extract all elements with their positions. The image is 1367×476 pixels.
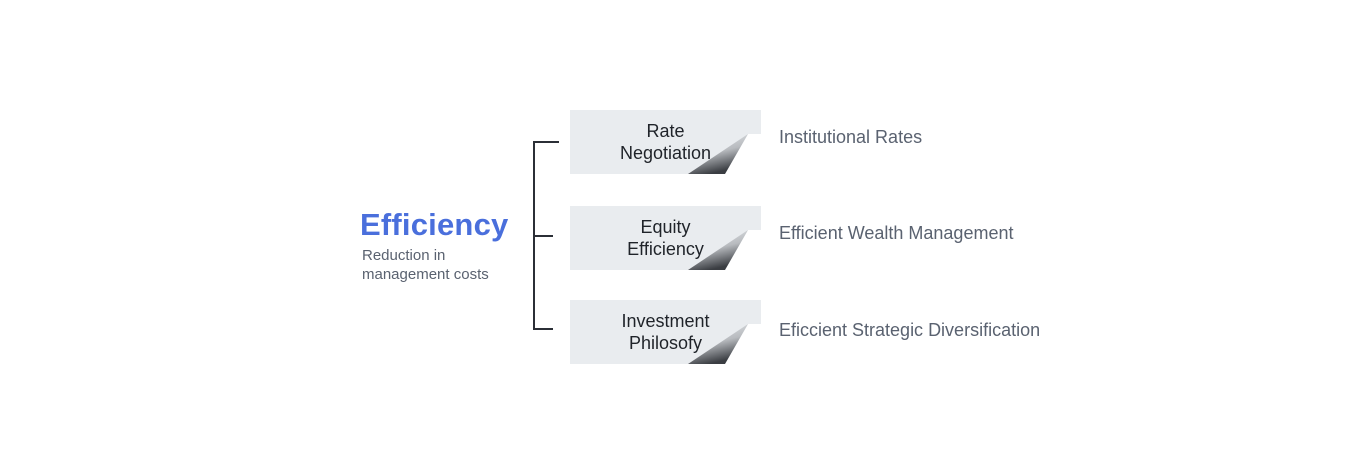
bracket-connector xyxy=(533,141,559,330)
branch-box-equity-efficiency: Equity Efficiency xyxy=(570,206,761,270)
box-shade-decoration xyxy=(688,134,761,174)
branch-box-rate-negotiation: Rate Negotiation xyxy=(570,110,761,174)
box-shade-decoration xyxy=(688,324,761,364)
branch-label: Rate Negotiation xyxy=(619,121,712,163)
root-subtitle: Reduction in management costs xyxy=(362,247,489,283)
branch-description: Eficcient Strategic Diversification xyxy=(779,320,1041,340)
root-node: Efficiency Reduction in management costs xyxy=(360,206,540,284)
branch-description: Institutional Rates xyxy=(779,127,923,147)
branch-label: Investment Philosofy xyxy=(621,311,710,353)
branch-box-investment-philosofy: Investment Philosofy xyxy=(570,300,761,364)
root-title: Efficiency xyxy=(360,207,509,242)
box-shade-decoration xyxy=(688,230,761,270)
branch-label: Equity Efficiency xyxy=(627,217,704,259)
branch-description: Efficient Wealth Management xyxy=(779,223,1014,243)
